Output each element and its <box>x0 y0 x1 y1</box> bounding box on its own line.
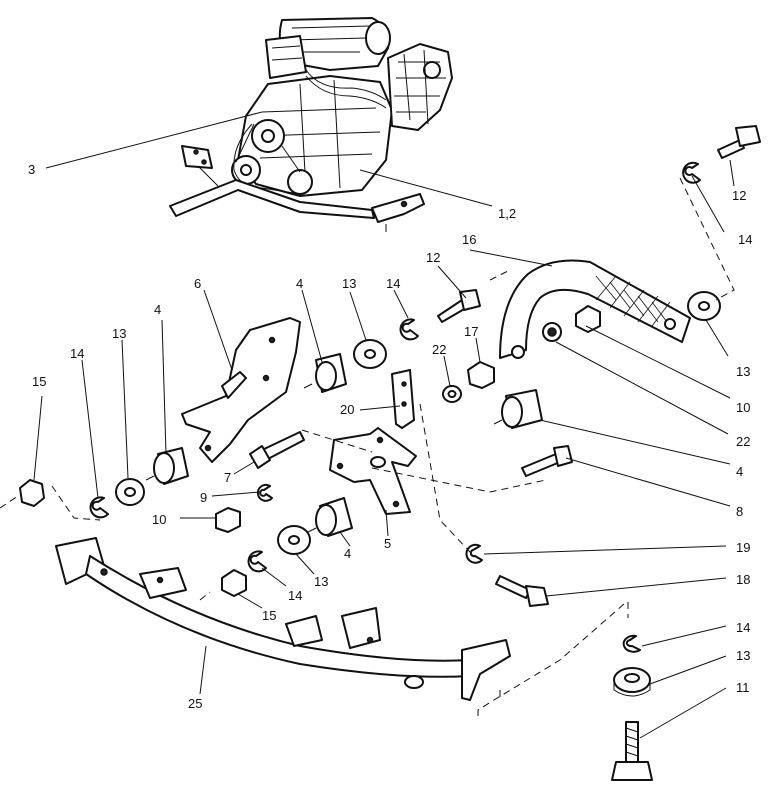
callout-10-left: 10 <box>152 512 166 527</box>
callout-18: 18 <box>736 572 750 587</box>
callout-13-br: 13 <box>736 648 750 663</box>
callout-15-left: 15 <box>32 374 46 389</box>
callout-6: 6 <box>194 276 201 291</box>
callout-4-bottom: 4 <box>344 546 351 561</box>
callout-12-mid: 12 <box>426 250 440 265</box>
callout-13-left: 13 <box>112 326 126 341</box>
assembly-dash-lines <box>0 177 735 718</box>
callout-13-mid: 13 <box>342 276 356 291</box>
callout-7: 7 <box>224 470 231 485</box>
circlips-14 <box>89 161 701 653</box>
engine-assembly <box>169 17 453 232</box>
callout-4-right: 4 <box>736 464 743 479</box>
callout-14-bottom: 14 <box>288 588 302 603</box>
callout-19: 19 <box>736 540 750 555</box>
crossmember-25 <box>55 537 511 701</box>
callout-25: 25 <box>188 696 202 711</box>
bracket-20 <box>391 369 415 429</box>
callout-8: 8 <box>736 504 743 519</box>
callout-17: 17 <box>464 324 478 339</box>
bracket-5 <box>329 427 417 515</box>
rubber-mount-4-top <box>303 353 347 393</box>
callout-4-left: 4 <box>154 302 161 317</box>
callout-22-mid: 22 <box>432 342 446 357</box>
nuts <box>19 305 601 597</box>
rubber-mount-4-right <box>493 389 543 429</box>
callout-14-mid: 14 <box>386 276 400 291</box>
torque-arm-16 <box>499 259 691 359</box>
callout-15-bottom: 15 <box>262 608 276 623</box>
callout-labels: 3 1,2 12 14 16 12 13 10 22 4 8 19 18 14 … <box>28 162 752 711</box>
callout-20: 20 <box>340 402 354 417</box>
callout-22-right: 22 <box>736 434 750 449</box>
washers-13 <box>115 291 721 697</box>
callout-14-top: 14 <box>738 232 752 247</box>
bolts <box>249 125 761 781</box>
leader-lines <box>33 111 735 739</box>
rubber-mount-4-bottom <box>307 497 353 537</box>
callout-11: 11 <box>736 680 750 695</box>
callout-13-right: 13 <box>736 364 750 379</box>
rubber-mount-4-left <box>145 447 189 485</box>
callout-10-right: 10 <box>736 400 750 415</box>
bracket-6 <box>181 317 301 463</box>
callout-3: 3 <box>28 162 35 177</box>
callout-12-top: 12 <box>732 188 746 203</box>
callout-5: 5 <box>384 536 391 551</box>
callout-13-bottom: 13 <box>314 574 328 589</box>
callout-16: 16 <box>462 232 476 247</box>
callout-1-2: 1,2 <box>498 206 516 221</box>
callout-14-left: 14 <box>70 346 84 361</box>
callout-9: 9 <box>200 490 207 505</box>
callout-4-top: 4 <box>296 276 303 291</box>
callout-14-br: 14 <box>736 620 750 635</box>
